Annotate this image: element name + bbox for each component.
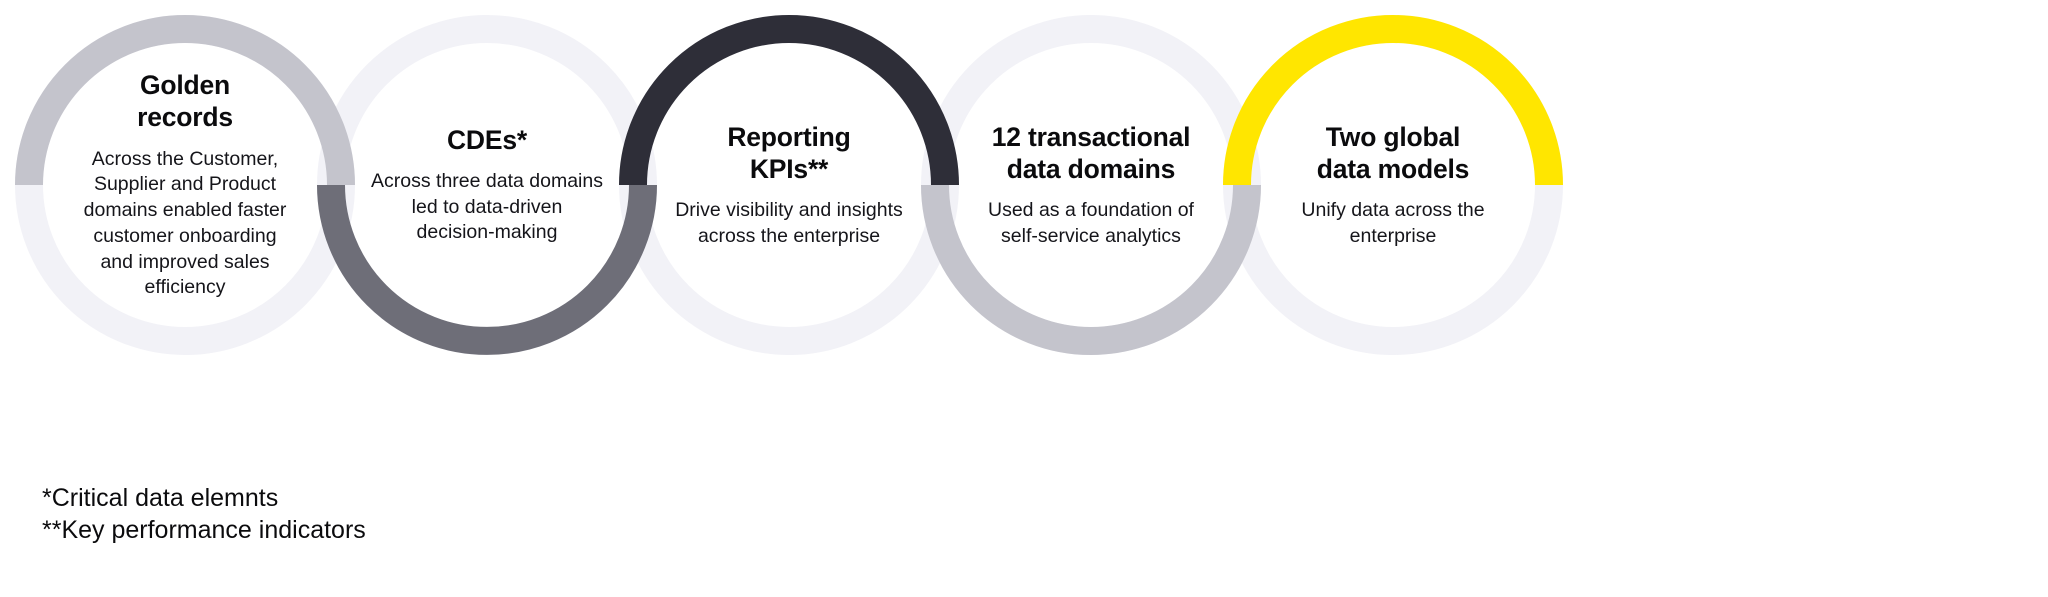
ring-node-reporting-kpis[interactable]: Reporting KPIs** Drive visibility and in… bbox=[639, 121, 939, 250]
ring-node-cdes[interactable]: CDEs* Across three data domains led to d… bbox=[337, 124, 637, 247]
ring-node-title: Reporting KPIs** bbox=[727, 121, 851, 184]
ring-arc-golden-records bbox=[15, 15, 355, 186]
ring-node-title: CDEs* bbox=[446, 124, 527, 155]
footnotes-block: *Critical data elemnts **Key performance… bbox=[42, 482, 942, 546]
ring-node-body: Drive visibility and insights across the… bbox=[675, 199, 903, 247]
ring-arc-two-global-data-models bbox=[1223, 15, 1563, 186]
ring-node-two-global-data-models[interactable]: Two global data models Unify data across… bbox=[1243, 121, 1543, 250]
ring-node-body: Across the Customer, Supplier and Produc… bbox=[83, 147, 287, 299]
ring-node-body: Unify data across the enterprise bbox=[1301, 199, 1485, 247]
footnote-line-2: **Key performance indicators bbox=[42, 516, 366, 544]
ring-arc-layer bbox=[15, 15, 1563, 355]
ring-arc-cdes bbox=[317, 184, 657, 355]
ring-node-body: Used as a foundation of self-service ana… bbox=[988, 199, 1194, 247]
ring-node-transactional-data-domains[interactable]: 12 transactional data domains Used as a … bbox=[941, 121, 1241, 250]
ring-node-title: Two global data models bbox=[1316, 121, 1470, 184]
ring-node-title: 12 transactional data domains bbox=[991, 121, 1191, 184]
ring-node-title: Golden records bbox=[137, 70, 233, 133]
ring-arc-transactional-data-domains bbox=[921, 184, 1261, 355]
ring-node-golden-records[interactable]: Golden records Across the Customer, Supp… bbox=[35, 69, 335, 301]
ring-node-body: Across three data domains led to data-dr… bbox=[371, 169, 603, 244]
ring-arc-reporting-kpis bbox=[619, 15, 959, 186]
footnote-line-1: *Critical data elemnts bbox=[42, 484, 279, 512]
